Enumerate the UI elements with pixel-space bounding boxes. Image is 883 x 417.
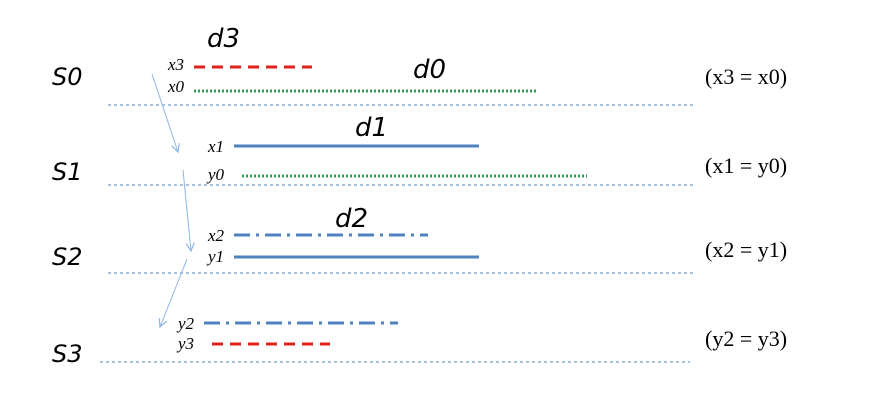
equation-s0: (x3 = x0) bbox=[705, 64, 787, 89]
arrow-s1-to-s2 bbox=[182, 169, 191, 251]
point-label-x3: x3 bbox=[167, 55, 184, 74]
point-label-y0: y0 bbox=[206, 165, 225, 184]
point-label-y3: y3 bbox=[176, 334, 194, 353]
interval-label-d1: d1 bbox=[355, 113, 388, 143]
interval-label-d0: d0 bbox=[413, 55, 446, 85]
stage-label-s2: S2 bbox=[52, 243, 83, 271]
interval-label-d2: d2 bbox=[335, 204, 368, 234]
equation-s2: (x2 = y1) bbox=[705, 237, 787, 262]
point-label-x2: x2 bbox=[207, 226, 225, 245]
point-label-x1: x1 bbox=[207, 137, 224, 156]
point-label-y2: y2 bbox=[176, 314, 195, 333]
arrow-s0-to-s1 bbox=[151, 73, 178, 152]
equation-s3: (y2 = y3) bbox=[705, 326, 787, 351]
arrow-s2-to-s3 bbox=[160, 258, 188, 327]
stage-label-s1: S1 bbox=[52, 158, 83, 186]
point-label-y1: y1 bbox=[206, 247, 224, 266]
stage-label-s0: S0 bbox=[52, 63, 83, 91]
equation-s1: (x1 = y0) bbox=[705, 153, 787, 178]
point-label-x0: x0 bbox=[167, 77, 185, 96]
interval-label-d3: d3 bbox=[207, 24, 240, 54]
stage-label-s3: S3 bbox=[52, 340, 83, 368]
